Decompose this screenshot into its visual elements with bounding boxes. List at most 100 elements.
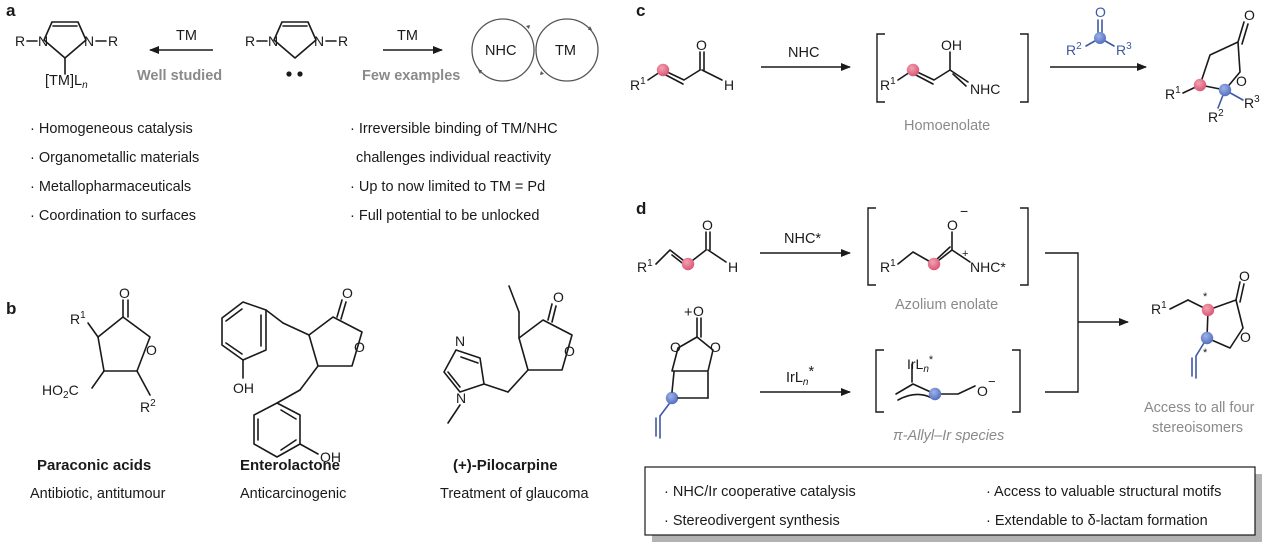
blue-carbon-marker xyxy=(1094,32,1106,44)
few-examples-label: Few examples xyxy=(362,68,460,84)
n-atom-left: N xyxy=(38,33,48,49)
nhc-tm-cycle: NHC TM xyxy=(471,18,599,82)
blue-carbon-marker xyxy=(1218,83,1232,97)
r-left: R xyxy=(245,33,255,49)
ring-o: O xyxy=(354,339,365,355)
panel-a-letter: a xyxy=(6,1,16,20)
summary-box: · NHC/Ir cooperative catalysis · Stereod… xyxy=(644,466,1262,542)
bracket-right xyxy=(1012,349,1021,413)
tm-circle-label: TM xyxy=(555,43,576,59)
nhc-atom: NHC xyxy=(970,81,1000,97)
compound-desc: Anticarcinogenic xyxy=(240,486,346,502)
arrow-right-label: TM xyxy=(397,28,418,44)
plus-charge: + xyxy=(962,248,968,260)
lone-pair-dot xyxy=(297,71,303,77)
o-atom: O xyxy=(702,217,713,233)
r1-label: R1 xyxy=(1165,85,1181,102)
oh-label: OH xyxy=(233,380,254,396)
panel-b-letter: b xyxy=(6,299,16,318)
carbonyl-o: O xyxy=(119,285,130,301)
r1-label: R1 xyxy=(880,258,896,275)
stereocenter-star: * xyxy=(1203,291,1208,303)
homoenolate-structure: OH NHC R1 xyxy=(880,37,1000,97)
carbonyl-o: O xyxy=(342,285,353,301)
compound-name: Enterolactone xyxy=(240,457,340,474)
r1-label: R1 xyxy=(637,258,653,275)
o-minus-charge: − xyxy=(960,203,968,219)
n-atom-right: N xyxy=(84,33,94,49)
r1-label: R1 xyxy=(880,76,896,93)
compound-desc: Antibiotic, antitumour xyxy=(30,486,166,502)
pink-carbon-marker xyxy=(1193,78,1207,92)
arrow-irl-label: IrLn* xyxy=(786,364,814,388)
n-atom: N xyxy=(456,390,466,406)
ring-o: O xyxy=(1236,73,1247,89)
list-item: · Access to valuable structural motifs xyxy=(986,484,1221,500)
pink-carbon-marker xyxy=(656,63,670,77)
list-item: · Coordination to surfaces xyxy=(30,208,196,224)
compound-name: Paraconic acids xyxy=(37,457,151,474)
right-bullet-list: · Irreversible binding of TM/NHC challen… xyxy=(350,121,558,224)
blue-carbon-marker xyxy=(1200,331,1214,345)
nhc-circle xyxy=(471,18,535,82)
n-atom-right: N xyxy=(314,33,324,49)
o-minus-charge: − xyxy=(988,374,996,389)
lone-pair-dot xyxy=(286,71,292,77)
r3-label: R3 xyxy=(1244,94,1260,111)
list-item: · Full potential to be unlocked xyxy=(350,208,539,224)
ho2c-label: HO2C xyxy=(42,382,79,401)
ketone-o: O xyxy=(1095,4,1106,20)
pi-allyl-ir-structure: IrLn* O − xyxy=(895,354,996,401)
pilocarpine-structure: O O N N xyxy=(443,285,575,424)
compound-desc: Treatment of glaucoma xyxy=(440,486,589,502)
panel-a: a N N R R [TM]Ln TM Well studied N N R R xyxy=(6,1,599,224)
panel-c-letter: c xyxy=(636,1,645,20)
carbonyl-o: O xyxy=(1244,7,1255,23)
stereocenter-star: * xyxy=(1203,347,1208,359)
irl-label: IrLn* xyxy=(907,354,934,375)
ring-o: O xyxy=(1240,329,1251,345)
ring-o: O xyxy=(670,339,681,355)
enal-structure: O H R1 xyxy=(637,217,738,275)
ring-o: O xyxy=(564,343,575,359)
pink-carbon-marker xyxy=(927,257,941,271)
nhc-circle-label: NHC xyxy=(485,43,516,59)
r2-label: R2 xyxy=(1208,108,1224,125)
blue-carbon-marker xyxy=(665,391,679,405)
h-atom: H xyxy=(728,259,738,275)
r3-label: R3 xyxy=(1116,41,1132,58)
r2-label: R2 xyxy=(140,398,156,415)
enal-structure: O H R1 xyxy=(630,37,734,93)
list-item: · Organometallic materials xyxy=(30,150,199,166)
ketone-reagent: O R2 R3 xyxy=(1066,4,1132,58)
left-bullet-list: · Homogeneous catalysis · Organometallic… xyxy=(30,121,199,224)
bracket-left xyxy=(875,349,884,413)
tm-ligand-label: [TM]Ln xyxy=(45,73,88,91)
arrow-nhc-label: NHC xyxy=(788,45,819,61)
well-studied-label: Well studied xyxy=(137,68,222,84)
panel-c: c O H R1 NHC OH NHC R1 H xyxy=(630,1,1260,134)
carbonyl-o: O xyxy=(693,303,704,319)
bracket-left xyxy=(867,207,876,286)
r1-label: R1 xyxy=(70,310,86,327)
free-nhc: N N R R xyxy=(245,21,348,77)
n-atom-left: N xyxy=(268,33,278,49)
homoenolate-caption: Homoenolate xyxy=(904,118,990,134)
panel-b: b O O R1 HO2C R2 Paraconic acids Antibio… xyxy=(6,285,589,502)
bracket-left xyxy=(876,33,885,103)
r2-label: R2 xyxy=(1066,41,1082,58)
carbonyl-o: O xyxy=(553,289,564,305)
ring-o: O xyxy=(146,342,157,358)
r-right: R xyxy=(108,33,118,49)
r-right: R xyxy=(338,33,348,49)
convergence-bracket xyxy=(1045,252,1079,393)
list-item: · Irreversible binding of TM/NHC xyxy=(350,121,558,137)
tm-circle xyxy=(535,18,599,82)
o-atom: O xyxy=(947,217,958,233)
summary-box-frame xyxy=(644,466,1256,536)
product-caption: Access to all four xyxy=(1144,400,1255,416)
panel-d: d O H R1 + NHC* O − + NHC* xyxy=(636,199,1262,542)
panel-d-letter: d xyxy=(636,199,646,218)
h-atom: H xyxy=(724,77,734,93)
list-item: · Stereodivergent synthesis xyxy=(664,513,840,529)
